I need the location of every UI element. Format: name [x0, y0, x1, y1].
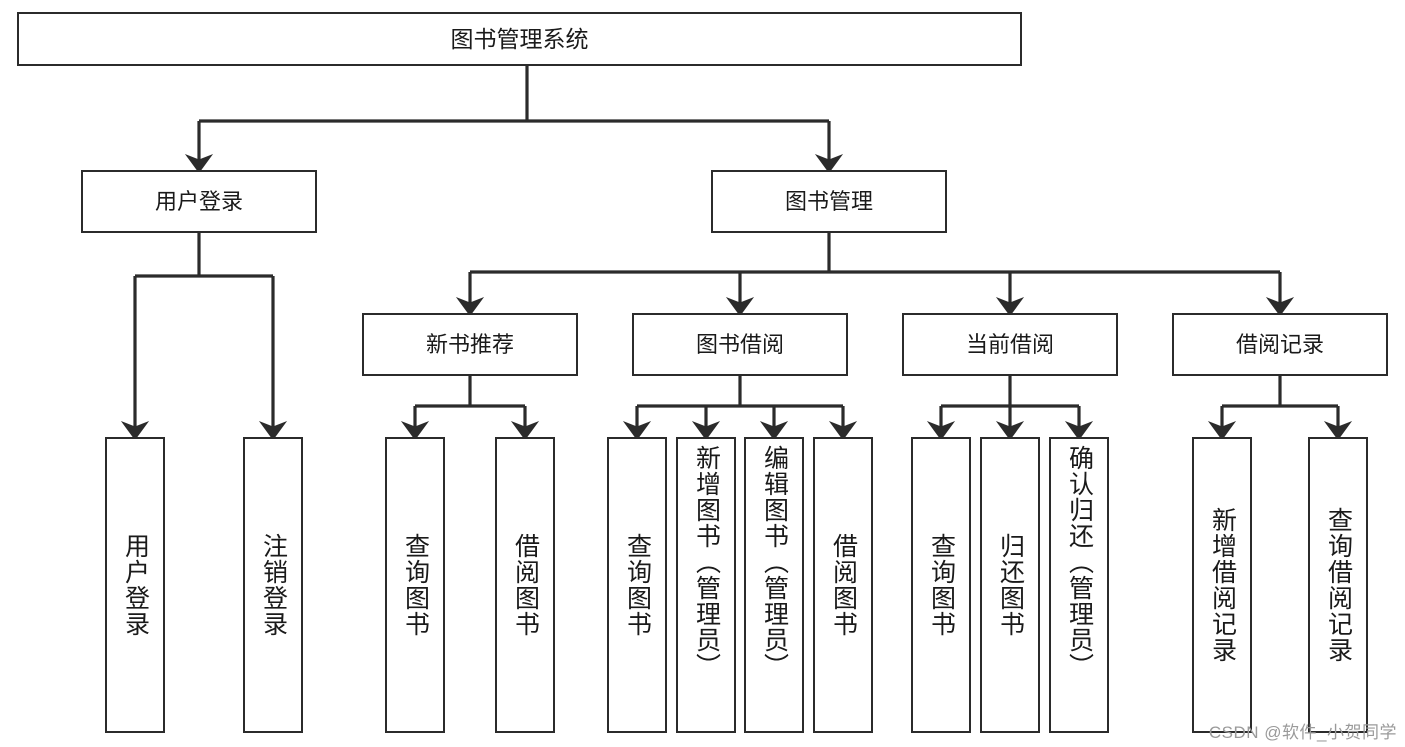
connectors-book-manage-to-level3	[455, 233, 1295, 317]
node-leaf-edit-book[interactable]: 编辑图书（管理员）	[744, 437, 804, 733]
node-leaf-confirm-return[interactable]: 确认归还（管理员）	[1049, 437, 1109, 733]
leaf-text-wrap: 查询图书	[609, 439, 665, 731]
connectors-borrow-record-to-leaves	[1207, 376, 1353, 441]
node-user-login-label: 用户登录	[154, 188, 243, 214]
node-leaf-user-login-label: 用户登录	[121, 533, 150, 637]
connectors-root-to-level2	[184, 66, 844, 174]
node-leaf-logout-login-label: 注销登录	[259, 533, 288, 637]
node-leaf-user-login[interactable]: 用户登录	[105, 437, 165, 733]
leaf-text-wrap: 归还图书	[982, 439, 1038, 731]
node-new-book-recommend[interactable]: 新书推荐	[362, 313, 578, 376]
node-current-borrow[interactable]: 当前借阅	[902, 313, 1118, 376]
node-current-borrow-label: 当前借阅	[965, 331, 1054, 357]
node-leaf-add-book[interactable]: 新增图书（管理员）	[676, 437, 736, 733]
connectors-current-borrow-to-leaves	[926, 376, 1094, 441]
node-leaf-logout-login[interactable]: 注销登录	[243, 437, 303, 733]
node-borrow-record-label: 借阅记录	[1235, 331, 1324, 357]
node-leaf-confirm-return-label: 确认归还（管理员）	[1065, 445, 1094, 679]
node-book-borrow[interactable]: 图书借阅	[632, 313, 848, 376]
node-leaf-query-book-2-label: 查询图书	[623, 533, 652, 637]
node-leaf-query-book-3[interactable]: 查询图书	[911, 437, 971, 733]
node-leaf-query-record[interactable]: 查询借阅记录	[1308, 437, 1368, 733]
leaf-text-wrap: 新增图书（管理员）	[678, 439, 734, 731]
connectors-book-borrow-to-leaves	[622, 376, 858, 441]
connectors-user-login-to-leaves	[120, 233, 288, 441]
node-leaf-borrow-book-1-label: 借阅图书	[511, 533, 540, 637]
leaf-text-wrap: 查询图书	[913, 439, 969, 731]
connectors-new-book-recommend-to-leaves	[400, 376, 540, 441]
node-leaf-return-book[interactable]: 归还图书	[980, 437, 1040, 733]
node-borrow-record[interactable]: 借阅记录	[1172, 313, 1388, 376]
leaf-text-wrap: 借阅图书	[815, 439, 871, 731]
node-book-manage[interactable]: 图书管理	[711, 170, 947, 233]
node-leaf-add-record-label: 新增借阅记录	[1208, 507, 1237, 663]
node-root[interactable]: 图书管理系统	[17, 12, 1022, 66]
leaf-text-wrap: 借阅图书	[497, 439, 553, 731]
node-new-book-recommend-label: 新书推荐	[425, 331, 514, 357]
node-leaf-edit-book-label: 编辑图书（管理员）	[760, 445, 789, 679]
leaf-text-wrap: 查询借阅记录	[1310, 439, 1366, 731]
node-leaf-query-record-label: 查询借阅记录	[1324, 507, 1353, 663]
node-user-login[interactable]: 用户登录	[81, 170, 317, 233]
node-leaf-add-record[interactable]: 新增借阅记录	[1192, 437, 1252, 733]
node-leaf-borrow-book-1[interactable]: 借阅图书	[495, 437, 555, 733]
node-book-borrow-label: 图书借阅	[695, 331, 784, 357]
leaf-text-wrap: 注销登录	[245, 439, 301, 731]
node-leaf-query-book-2[interactable]: 查询图书	[607, 437, 667, 733]
node-leaf-add-book-label: 新增图书（管理员）	[692, 445, 721, 679]
node-root-label: 图书管理系统	[450, 25, 589, 52]
node-leaf-borrow-book-2[interactable]: 借阅图书	[813, 437, 873, 733]
node-leaf-query-book-3-label: 查询图书	[927, 533, 956, 637]
leaf-text-wrap: 新增借阅记录	[1194, 439, 1250, 731]
node-leaf-borrow-book-2-label: 借阅图书	[829, 533, 858, 637]
leaf-text-wrap: 用户登录	[107, 439, 163, 731]
leaf-text-wrap: 查询图书	[387, 439, 443, 731]
node-leaf-query-book-1-label: 查询图书	[401, 533, 430, 637]
node-book-manage-label: 图书管理	[784, 188, 873, 214]
node-leaf-return-book-label: 归还图书	[996, 533, 1025, 637]
leaf-text-wrap: 确认归还（管理员）	[1051, 439, 1107, 731]
node-leaf-query-book-1[interactable]: 查询图书	[385, 437, 445, 733]
leaf-text-wrap: 编辑图书（管理员）	[746, 439, 802, 731]
